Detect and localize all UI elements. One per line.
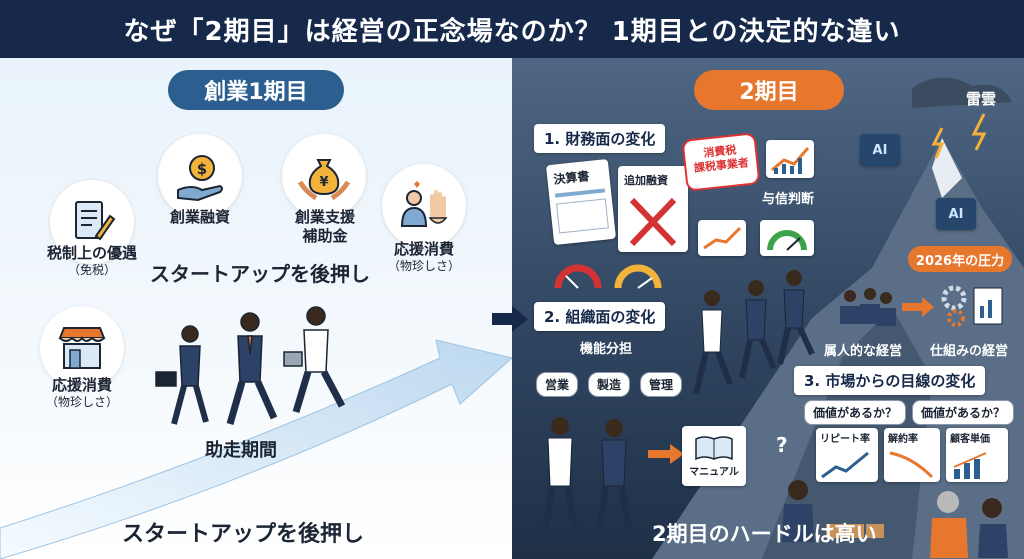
ai-chip-icon: AI (860, 134, 900, 166)
value-question-2: 価値があるか？ (912, 400, 1015, 425)
stamp-line2: 課税事業者 (693, 156, 750, 176)
first-term-panel: 創業1期目 $ 創業融資 ¥ 創業支援 補助金 税制上の優遇 （免税） (0, 58, 512, 559)
question-mark-icon: ? (776, 433, 788, 457)
gear-system-icon (941, 285, 1003, 327)
role-manufacturing: 製造 (588, 372, 631, 397)
cheer-consumption-text-2: 応援消費 (51, 376, 112, 394)
pressure-2026-badge: 2026年の圧力 (908, 246, 1012, 272)
credit-judgement-label: 与信判断 (762, 192, 815, 207)
tax-benefit-label: 税制上の優遇 （免税） (36, 244, 148, 278)
climbing-people-illustration (693, 270, 815, 395)
founding-support-line2: 補助金 (302, 226, 348, 245)
second-term-panel: 2期目 雷雲 AI AI 1. 財務面の変化 決算書 追加融資 消費税 課税事業… (512, 58, 1024, 559)
founding-support-label: 創業支援 補助金 (270, 208, 380, 246)
cheer-consumption-text-1: 応援消費 (393, 240, 454, 258)
cheer-consumption-circle (382, 164, 466, 248)
growth-arrow (0, 339, 512, 559)
team-people-icon (840, 288, 896, 326)
rejected-x-icon (629, 197, 677, 247)
walking-business-people-illustration (155, 306, 346, 425)
division-of-roles-label: 機能分担 (580, 342, 633, 357)
consumption-tax-stamp: 消費税 課税事業者 (681, 132, 761, 192)
tax-benefit-circle (50, 180, 134, 264)
first-term-badge: 創業1期目 (168, 70, 344, 110)
organization-change-heading: 2. 組織面の変化 (534, 302, 666, 331)
system-management-label: 仕組みの経営 (930, 344, 1009, 359)
walker-woman (155, 325, 209, 425)
additional-loan-doc: 追加融資 (618, 166, 688, 252)
svg-text:$: $ (197, 160, 207, 178)
founding-loan-circle: $ (158, 134, 242, 218)
cheer-consumption-label-1: 応援消費 （物珍しさ） (368, 240, 480, 274)
repeat-rate-label: リピート率 (820, 434, 870, 445)
startup-support-bottom-heading: スタートアップを後押し (122, 522, 365, 547)
manual-label: マニュアル (689, 466, 739, 478)
customers-illustration: ? (776, 433, 1008, 558)
role-management: 管理 (640, 372, 683, 397)
page-title: なぜ「2期目」は経営の正念場なのか？ 1期目との決定的な違い (0, 0, 1024, 58)
yen-bag-hands-icon: ¥ (297, 159, 351, 201)
right-arrow-icon-2 (902, 297, 934, 317)
founding-loan-label: 創業融資 (169, 208, 230, 226)
cheering-people-icon (400, 181, 448, 227)
churn-rate-label: 解約率 (888, 434, 918, 445)
tax-benefit-text: 税制上の優遇 (46, 244, 137, 262)
market-view-change-heading: 3. 市場からの目線の変化 (794, 366, 986, 395)
storefront-icon (58, 327, 106, 369)
thundercloud-label: 雷雲 (966, 90, 997, 108)
second-term-badge: 2期目 (694, 70, 844, 110)
rising-chart-icon (766, 140, 814, 178)
value-question-1: 価値があるか？ (804, 400, 907, 425)
unit-price-card: 顧客単価 (946, 428, 1008, 482)
second-term-hurdle-heading: 2期目のハードルは高い (652, 522, 877, 546)
cheer-consumption-sub-2: （物珍しさ） (45, 394, 118, 409)
growth-chart-icon (698, 220, 746, 256)
walker-man-2 (283, 306, 346, 414)
founding-support-line1: 創業支援 (294, 208, 355, 226)
store-circle (40, 306, 124, 390)
financial-statement-doc: 決算書 (545, 158, 617, 246)
tax-benefit-sub: （免税） (67, 262, 116, 277)
repeat-rate-card: リピート率 (816, 428, 878, 482)
startup-support-heading: スタートアップを後押し (150, 262, 370, 286)
additional-loan-label: 追加融資 (624, 174, 668, 187)
document-pen-icon (75, 201, 116, 241)
manual-book-icon: マニュアル (682, 426, 746, 486)
walker-man-1 (226, 312, 278, 425)
person-dependent-management-label: 属人的な経営 (824, 344, 903, 359)
svg-text:¥: ¥ (319, 175, 328, 190)
cheer-consumption-sub-1: （物珍しさ） (387, 258, 460, 273)
credit-gauge-icon (760, 220, 814, 256)
churn-rate-card: 解約率 (884, 428, 940, 482)
founding-support-circle: ¥ (282, 134, 366, 218)
role-sales: 営業 (536, 372, 579, 397)
runway-label: 助走期間 (205, 440, 277, 461)
finance-change-heading: 1. 財務面の変化 (534, 124, 666, 153)
right-arrow-icon (648, 444, 684, 464)
yen-coin-hand-icon: $ (177, 155, 223, 202)
gauge-icons (554, 264, 662, 289)
unit-price-label: 顧客単価 (950, 434, 990, 445)
workers-illustration (542, 417, 632, 527)
transition-arrow-icon (492, 306, 528, 332)
ai-chip-icon-2: AI (936, 198, 976, 230)
cheer-consumption-label-2: 応援消費 （物珍しさ） (26, 376, 138, 410)
